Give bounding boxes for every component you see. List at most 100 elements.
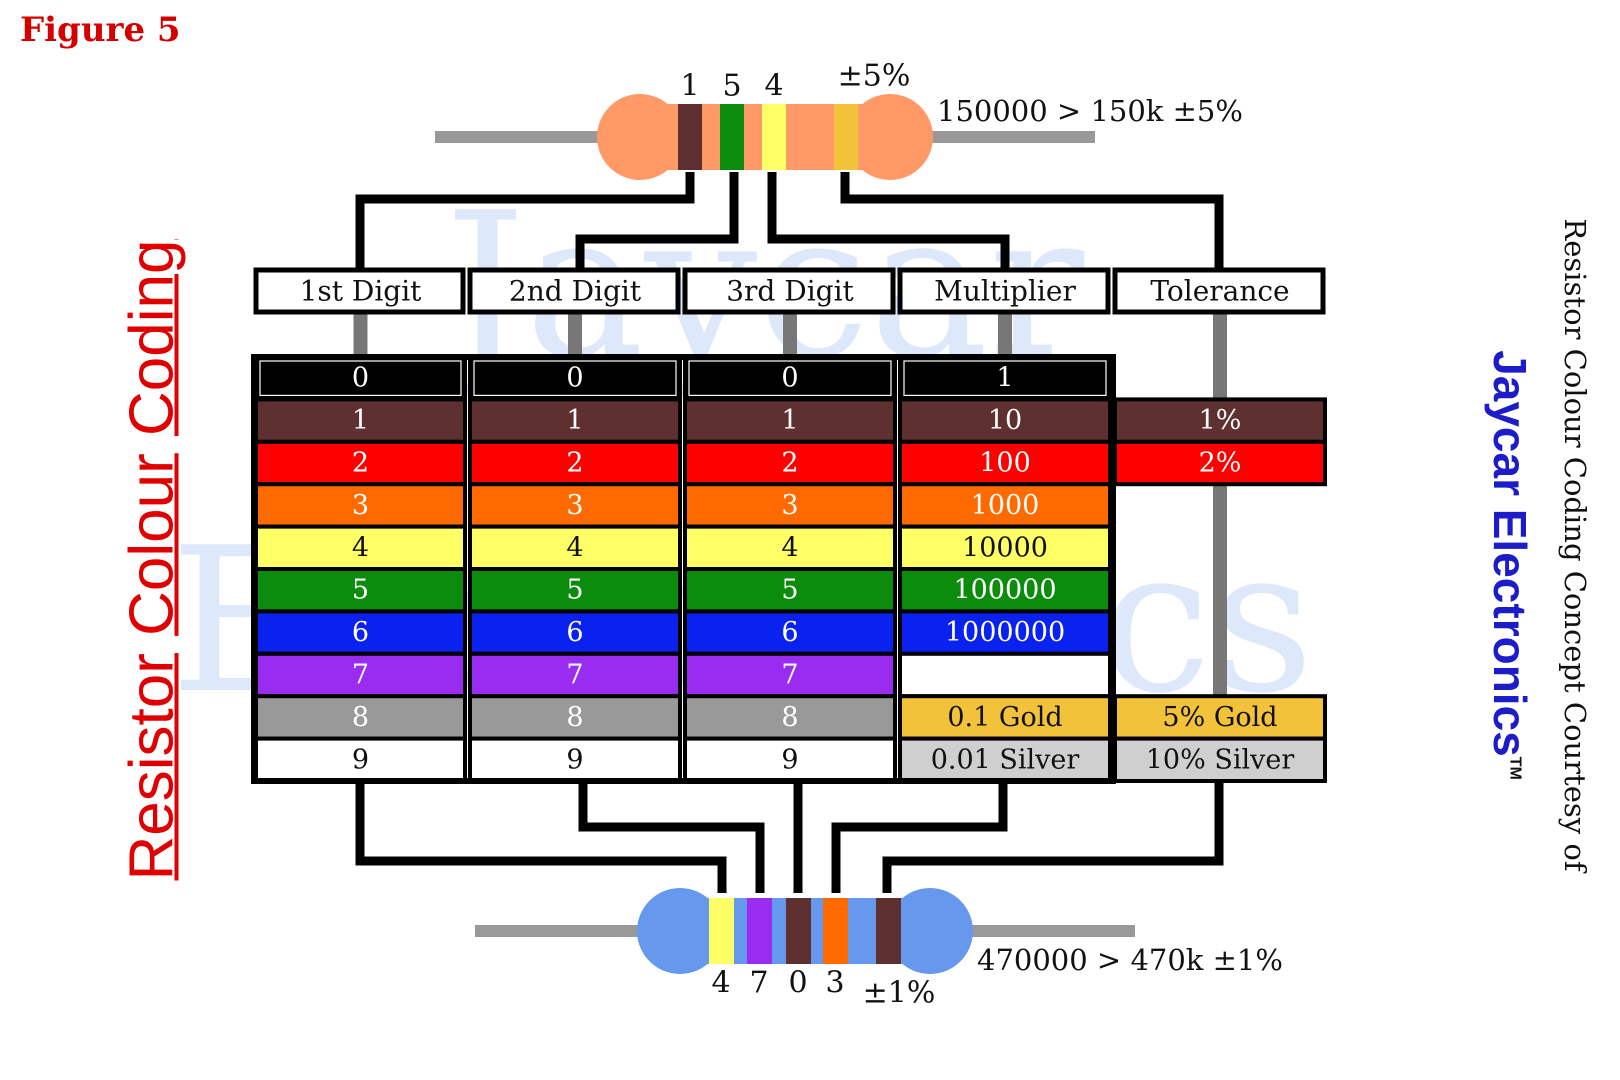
bottom-resistor-digit-label: 0 [788, 966, 807, 1001]
digit-value: 4 [352, 532, 369, 563]
multiplier-value: 0.1 Gold [947, 702, 1062, 733]
connector-wire [578, 782, 765, 893]
trademark-mark: TM [1506, 756, 1524, 780]
top-resistor-colour-band [720, 104, 744, 170]
top-resistor-digit-label: 4 [764, 69, 783, 104]
digit-value: 7 [352, 660, 369, 691]
title-word-colour: Colour [117, 453, 187, 636]
connector-wire [882, 782, 1224, 893]
digit-value: 1 [566, 405, 583, 436]
digit-cell [683, 439, 897, 487]
connector-wire [840, 172, 1224, 270]
digit-value: 7 [781, 660, 798, 691]
tolerance-value: 2% [1199, 448, 1242, 479]
digit-value: 5 [352, 575, 369, 606]
bottom-resistor-colour-band [786, 898, 811, 964]
connector-wire [355, 172, 695, 270]
top-resistor-digit-label: 1 [680, 69, 699, 104]
digit-value: 2 [781, 448, 798, 479]
digit-value: 3 [566, 490, 583, 521]
digit-value: 0 [352, 363, 369, 394]
digit-value: 1 [352, 405, 369, 436]
header-label: Multiplier [934, 275, 1076, 308]
top-resistor-colour-band [762, 104, 786, 170]
multiplier-value: 100000 [953, 575, 1056, 606]
top-resistor-colour-band [834, 104, 858, 170]
header-label: 2nd Digit [509, 275, 642, 308]
digit-value: 2 [352, 448, 369, 479]
digit-cell [468, 567, 682, 614]
multiplier-value: 1000000 [945, 617, 1065, 648]
top-resistor-value: 150000 > 150k ±5% [937, 94, 1243, 128]
tolerance-value: 5% Gold [1162, 702, 1277, 733]
digit-value: 1 [781, 405, 798, 436]
connector-wire [767, 172, 1010, 270]
digit-cell [468, 736, 682, 783]
digit-value: 3 [352, 490, 369, 521]
digit-value: 4 [566, 532, 583, 563]
bottom-resistor-digit-label: 3 [825, 966, 844, 1001]
multiplier-value: 10000 [962, 532, 1048, 563]
header-label: 1st Digit [300, 275, 423, 308]
digit-cell [468, 482, 682, 529]
black-row-inner-outline [903, 360, 1107, 397]
bottom-resistor-colour-band [747, 898, 772, 964]
connector-wire [355, 782, 727, 893]
connector-wire [831, 782, 1008, 893]
multiplier-cell [898, 482, 1112, 529]
header-label: Tolerance [1150, 275, 1289, 308]
digit-value: 5 [566, 575, 583, 606]
top-resistor-colour-band [678, 104, 702, 170]
digit-cell [254, 482, 467, 529]
digit-value: 0 [781, 363, 798, 394]
vertical-title: Resistor Colour Coding [117, 240, 188, 881]
brand-text: Jaycar Electronics [1484, 350, 1536, 757]
digit-value: 6 [352, 617, 369, 648]
header-cell [467, 267, 681, 315]
bottom-resistor-colour-band [876, 898, 901, 964]
multiplier-cell [898, 524, 1112, 571]
digit-value: 5 [781, 575, 798, 606]
digit-cell [683, 651, 897, 699]
digit-value: 6 [781, 617, 798, 648]
digit-value: 7 [566, 660, 583, 691]
bottom-resistor-digit-label: 7 [749, 966, 768, 1001]
digit-value: 9 [352, 744, 369, 775]
header-cell [897, 267, 1111, 315]
top-resistor-tolerance-label: ±5% [838, 59, 911, 94]
digit-value: 9 [566, 744, 583, 775]
digit-value: 8 [781, 702, 798, 733]
bottom-resistor-colour-band [823, 898, 848, 964]
top-resistor-digit-label: 5 [722, 69, 741, 104]
tolerance-value: 1% [1199, 405, 1242, 436]
figure-label: Figure 5 [20, 10, 181, 50]
digit-value: 0 [566, 363, 583, 394]
bottom-resistor-value: 470000 > 470k ±1% [977, 943, 1283, 977]
multiplier-value: 1000 [971, 490, 1040, 521]
header-cell [682, 267, 896, 315]
multiplier-cell [898, 397, 1112, 444]
multiplier-value: 1 [996, 363, 1013, 394]
digit-cell [468, 397, 682, 444]
bottom-resistor-colour-band [709, 898, 734, 964]
multiplier-value: 10 [988, 405, 1022, 436]
header-label: 3rd Digit [726, 275, 854, 308]
connector-wire [575, 172, 739, 270]
multiplier-value: 100 [979, 448, 1031, 479]
digit-value: 8 [352, 702, 369, 733]
title-word-coding: Coding [117, 239, 187, 436]
bottom-resistor-digit-label: 4 [711, 966, 730, 1001]
black-row-inner-outline [259, 360, 462, 397]
digit-value: 2 [566, 448, 583, 479]
black-row-inner-outline [688, 360, 892, 397]
digit-cell [468, 651, 682, 699]
multiplier-blank-cell [898, 651, 1112, 699]
digit-value: 8 [566, 702, 583, 733]
digit-cell [683, 694, 897, 741]
digit-cell [683, 567, 897, 614]
digit-value: 4 [781, 532, 798, 563]
tolerance-cell [1113, 397, 1327, 444]
digit-value: 9 [781, 744, 798, 775]
